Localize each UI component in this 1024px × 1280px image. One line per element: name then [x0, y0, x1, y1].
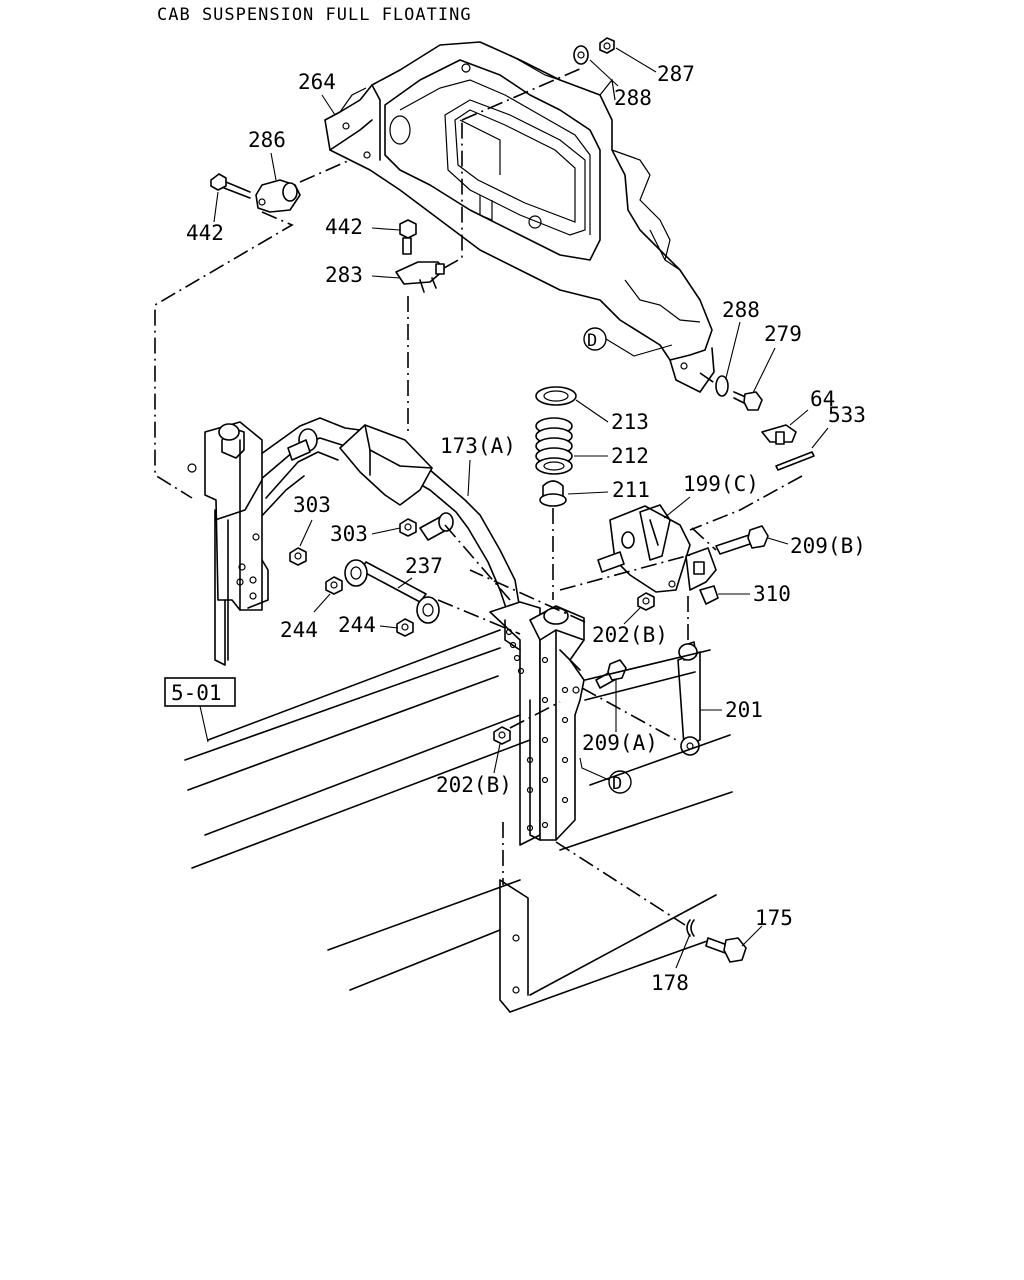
label-286: 286 — [248, 128, 286, 152]
part-213-seat — [535, 386, 577, 406]
bolt-209a — [595, 659, 627, 689]
nut-244-left — [325, 576, 343, 595]
label-213: 213 — [611, 410, 649, 434]
washer-288-top — [573, 45, 589, 65]
part-173a-cross-member — [187, 417, 585, 846]
label-175: 175 — [755, 906, 793, 930]
label-64: 64 — [810, 387, 835, 411]
svg-text:D: D — [587, 331, 597, 351]
bolt-279 — [733, 391, 763, 411]
bolt-209b — [715, 525, 769, 555]
nut-303-center — [399, 518, 417, 537]
bolt-442-left — [210, 173, 251, 199]
label-201: 201 — [725, 698, 763, 722]
nut-303-left — [289, 547, 307, 566]
label-211: 211 — [612, 478, 650, 502]
part-211-stopper — [539, 480, 567, 507]
svg-text:5-01: 5-01 — [171, 681, 222, 705]
label-283: 283 — [325, 263, 363, 287]
nut-202b-top — [637, 592, 655, 611]
chassis-frame-rails — [184, 629, 733, 1013]
part-283-clip — [395, 261, 445, 293]
label-212: 212 — [611, 444, 649, 468]
nut-202b-bottom — [493, 726, 511, 745]
circle-marker-d-upper: D — [583, 327, 607, 351]
label-303-upper: 303 — [293, 493, 331, 517]
label-202b-bottom: 202(B) — [436, 773, 512, 797]
washer-288-right — [715, 375, 729, 397]
label-178: 178 — [651, 971, 689, 995]
label-237: 237 — [405, 554, 443, 578]
label-209b: 209(B) — [790, 534, 866, 558]
label-288-top: 288 — [614, 86, 652, 110]
label-244-left: 244 — [280, 618, 318, 642]
label-288-right: 288 — [722, 298, 760, 322]
label-310: 310 — [753, 582, 791, 606]
part-533-pin — [775, 451, 815, 471]
nut-287 — [599, 37, 615, 54]
part-64-clip — [761, 424, 797, 445]
bolt-442-center — [399, 219, 417, 255]
part-199c-bracket — [597, 504, 691, 593]
label-264: 264 — [298, 70, 336, 94]
part-178-washer — [686, 919, 695, 937]
label-209a: 209(A) — [582, 731, 658, 755]
label-287: 287 — [657, 62, 695, 86]
label-442-left: 442 — [186, 221, 224, 245]
part-212-spring — [535, 417, 573, 475]
part-310-clip — [685, 547, 719, 605]
label-173a: 173(A) — [440, 434, 516, 458]
reference-box-5-01: 5-01 — [164, 677, 236, 707]
label-279: 279 — [764, 322, 802, 346]
label-199c: 199(C) — [683, 472, 759, 496]
svg-text:D: D — [612, 774, 622, 794]
bolt-175 — [705, 937, 747, 963]
label-303-lower: 303 — [330, 522, 368, 546]
diagram-title: CAB SUSPENSION FULL FLOATING — [157, 5, 472, 25]
part-237-lateral-rod — [344, 559, 440, 624]
cab-floor-bracket — [324, 41, 715, 393]
label-442-center: 442 — [325, 215, 363, 239]
label-244-right: 244 — [338, 613, 376, 637]
part-286-bracket — [255, 179, 301, 213]
label-202b-top: 202(B) — [592, 623, 668, 647]
nut-244-right — [396, 618, 414, 637]
label-533: 533 — [828, 403, 866, 427]
